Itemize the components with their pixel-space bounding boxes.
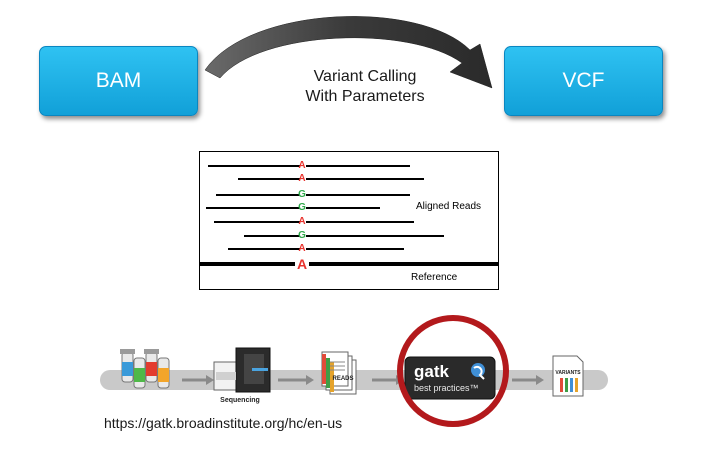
read-base: A bbox=[298, 216, 306, 227]
highlight-circle bbox=[397, 315, 509, 427]
read-line bbox=[306, 248, 404, 250]
read-line bbox=[216, 194, 300, 196]
read-base: A bbox=[298, 173, 306, 184]
read-line bbox=[306, 207, 380, 209]
read-line bbox=[306, 221, 414, 223]
aligned-reads-panel: A A G G A G A A Aligned Reads Reference bbox=[199, 151, 499, 290]
pipeline-arrow bbox=[512, 375, 544, 385]
read-line bbox=[306, 178, 424, 180]
variants-label: VARIANTS bbox=[555, 370, 581, 376]
read-line bbox=[228, 248, 300, 250]
sample-tubes-icon bbox=[120, 349, 170, 389]
read-line bbox=[208, 165, 300, 167]
flow-step-label: Variant Calling With Parameters bbox=[270, 67, 460, 107]
vcf-box: VCF bbox=[504, 46, 663, 116]
bam-label: BAM bbox=[95, 69, 142, 92]
read-line bbox=[306, 235, 444, 237]
read-line bbox=[214, 221, 300, 223]
read-base: G bbox=[298, 189, 306, 200]
pipeline-arrow bbox=[182, 375, 214, 385]
reads-stack-icon bbox=[321, 351, 357, 395]
vcf-label: VCF bbox=[562, 69, 605, 92]
gatk-logo-label: gatk bbox=[414, 362, 450, 381]
reference-line bbox=[200, 262, 498, 266]
source-url: https://gatk.broadinstitute.org/hc/en-us bbox=[104, 415, 343, 431]
read-line bbox=[238, 178, 300, 180]
read-base: G bbox=[298, 202, 306, 213]
read-line bbox=[306, 165, 410, 167]
read-line bbox=[306, 194, 410, 196]
read-line bbox=[206, 207, 300, 209]
reference-label: Reference bbox=[411, 272, 458, 283]
pipeline-arrow bbox=[278, 375, 314, 385]
best-practices-label: best practices™ bbox=[414, 383, 479, 393]
read-base: A bbox=[298, 160, 306, 171]
read-base: G bbox=[298, 230, 306, 241]
sequencer-icon bbox=[213, 347, 271, 393]
aligned-reads-label: Aligned Reads bbox=[416, 201, 482, 212]
reads-stack-label: READS bbox=[332, 376, 353, 382]
variants-document-icon bbox=[552, 355, 584, 397]
reference-base: A bbox=[295, 256, 309, 272]
gatk-logo-icon bbox=[404, 356, 496, 400]
read-line bbox=[244, 235, 300, 237]
flow-step-line2: With Parameters bbox=[305, 88, 425, 105]
sequencing-label: Sequencing bbox=[220, 397, 260, 404]
flow-step-line1: Variant Calling bbox=[313, 68, 417, 85]
bam-box: BAM bbox=[39, 46, 198, 116]
read-base: A bbox=[298, 243, 306, 254]
